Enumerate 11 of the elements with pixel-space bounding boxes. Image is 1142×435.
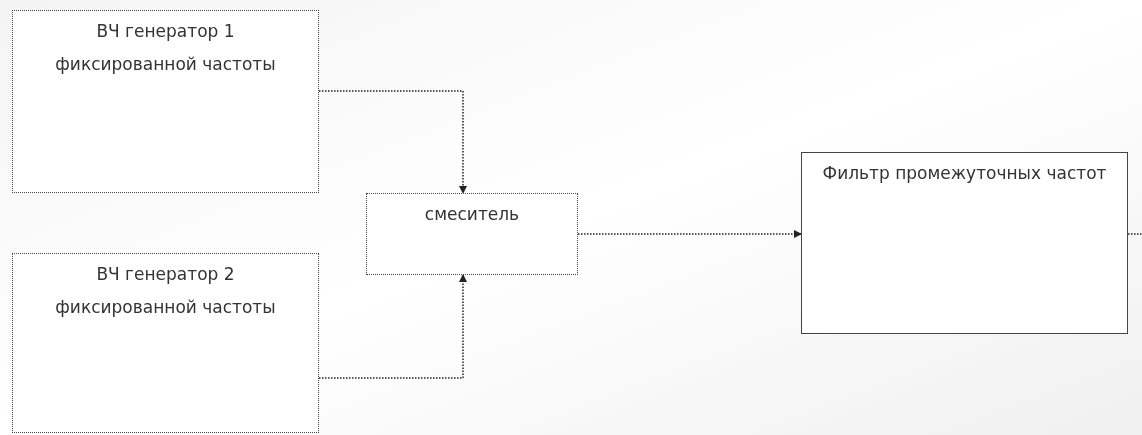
connector-arrow (577, 230, 802, 238)
block-box (366, 193, 578, 275)
block-box (801, 152, 1128, 334)
block-label: ВЧ генератор 2 фиксированной частоты (54, 263, 277, 319)
connector-arrow (318, 274, 467, 379)
block-box (12, 10, 319, 193)
block-label: Фильтр промежуточных частот (822, 162, 1107, 185)
block-label: смеситель (424, 203, 520, 226)
block-box (12, 253, 319, 433)
connector-arrow (318, 90, 467, 194)
block-label: ВЧ генератор 1 фиксированной частоты (54, 20, 277, 76)
